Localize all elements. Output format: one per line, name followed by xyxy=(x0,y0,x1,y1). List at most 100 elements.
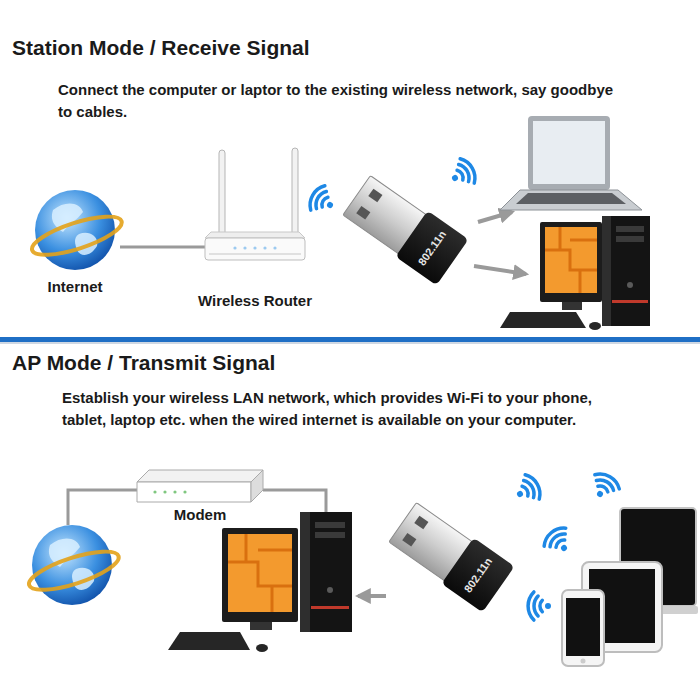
router-trim xyxy=(209,253,301,255)
node-label: Modem xyxy=(174,506,227,523)
router-antenna xyxy=(219,150,225,236)
direction-arrow xyxy=(478,212,512,222)
section-description: Connect the computer or laptor to the ex… xyxy=(58,79,618,123)
wifi-dot xyxy=(516,490,524,498)
globe-orbit xyxy=(28,209,125,263)
power-button xyxy=(327,587,333,593)
client-devices xyxy=(562,508,698,666)
laptop-lid xyxy=(528,116,610,190)
section-heading: Station Mode / Receive Signal xyxy=(12,35,692,61)
wifi-arc xyxy=(534,596,538,616)
router-led xyxy=(243,246,246,249)
wifi-signal-icon xyxy=(586,470,622,504)
wifi-signal-icon xyxy=(510,472,544,508)
direction-arrow xyxy=(474,266,526,274)
monitor-screen xyxy=(545,227,597,293)
monitor-stand xyxy=(562,302,582,310)
laptop-base xyxy=(500,190,642,210)
router-led xyxy=(263,246,266,249)
internet-globe xyxy=(25,525,122,605)
power-button xyxy=(627,282,633,288)
node-label: Internet xyxy=(47,278,102,295)
globe-sphere xyxy=(35,190,115,270)
tower-stripe xyxy=(311,606,349,609)
wifi-arc xyxy=(528,592,534,620)
section-description: Establish your wireless LAN network, whi… xyxy=(62,387,602,431)
router-body xyxy=(205,238,305,260)
wifi-dot xyxy=(545,603,551,609)
globe xyxy=(28,190,125,270)
router-led xyxy=(233,246,236,249)
label-holder: Establish your wireless LAN network, whi… xyxy=(62,387,602,431)
network-cable xyxy=(263,490,326,512)
drive-bay xyxy=(616,236,644,242)
usb-wifi-adapter: 802.11n xyxy=(395,211,468,286)
globe-sphere xyxy=(32,525,112,605)
label-holder: Connect the computer or laptor to the ex… xyxy=(58,79,618,123)
modem: Modem xyxy=(135,468,265,504)
drive-bay xyxy=(616,226,644,232)
screen-pattern xyxy=(228,534,292,612)
screen-pattern xyxy=(545,227,597,293)
node-label: Wireless Router xyxy=(198,292,312,309)
pc-tower xyxy=(602,216,650,326)
modem-shape xyxy=(135,468,265,504)
wifi-arc xyxy=(525,472,544,499)
laptop-screen xyxy=(533,121,605,184)
wifi-arc xyxy=(598,484,609,492)
wifi-arc xyxy=(460,156,479,183)
wifi-arc xyxy=(522,485,530,496)
wifi-arc xyxy=(540,524,565,547)
laptop xyxy=(500,116,642,210)
usb-plug-hole xyxy=(368,189,382,203)
modem-led xyxy=(163,490,166,493)
monitor-frame xyxy=(222,528,298,622)
wifi-dot xyxy=(560,544,568,552)
router-shape xyxy=(205,232,305,262)
modem-front xyxy=(137,482,251,502)
modem-top xyxy=(137,470,263,482)
wifi-arc xyxy=(595,470,622,489)
label-holder: AP Mode / Transmit Signal xyxy=(12,350,692,376)
drive-bay xyxy=(315,532,345,538)
phone-screen xyxy=(566,598,600,656)
desktop-computer xyxy=(500,216,650,330)
router-led xyxy=(273,246,276,249)
section-divider xyxy=(0,337,700,342)
wifi-signal-icon xyxy=(306,183,340,219)
connector-line xyxy=(120,246,205,249)
wifi-signal-icon xyxy=(445,156,479,192)
direction-arrow xyxy=(358,594,386,598)
usb-plug-hole xyxy=(356,206,370,220)
phone-button xyxy=(581,659,586,664)
mouse xyxy=(256,644,268,652)
section-heading: AP Mode / Transmit Signal xyxy=(12,350,692,376)
modem-led xyxy=(183,490,186,493)
tower-stripe xyxy=(612,300,648,303)
desktop-computer xyxy=(168,512,352,652)
router-led xyxy=(253,246,256,249)
wifi-dot xyxy=(326,201,334,209)
usb-wifi-adapter: 802.11n xyxy=(441,538,514,613)
network-cable xyxy=(68,490,137,525)
globe-shape xyxy=(30,185,120,275)
monitor-stand xyxy=(250,622,272,630)
globe-orbit xyxy=(25,544,122,598)
wifi-arc xyxy=(457,169,465,180)
wireless-router: Wireless Router xyxy=(205,232,305,262)
monitor-screen xyxy=(228,534,292,612)
router-top xyxy=(205,232,305,238)
phone xyxy=(562,590,604,666)
usb-plug-hole xyxy=(402,533,416,547)
wifi-dot xyxy=(451,174,459,182)
label-holder: Station Mode / Receive Signal xyxy=(12,35,692,61)
monitor-frame xyxy=(540,222,602,302)
drive-bay xyxy=(315,522,345,528)
pc-tower xyxy=(300,512,352,632)
tower-side xyxy=(602,216,611,326)
wifi-signal-icon xyxy=(540,524,576,560)
router-antenna xyxy=(292,148,298,236)
laptop-keyboard xyxy=(516,193,626,204)
wifi-signal-icon xyxy=(528,592,551,620)
